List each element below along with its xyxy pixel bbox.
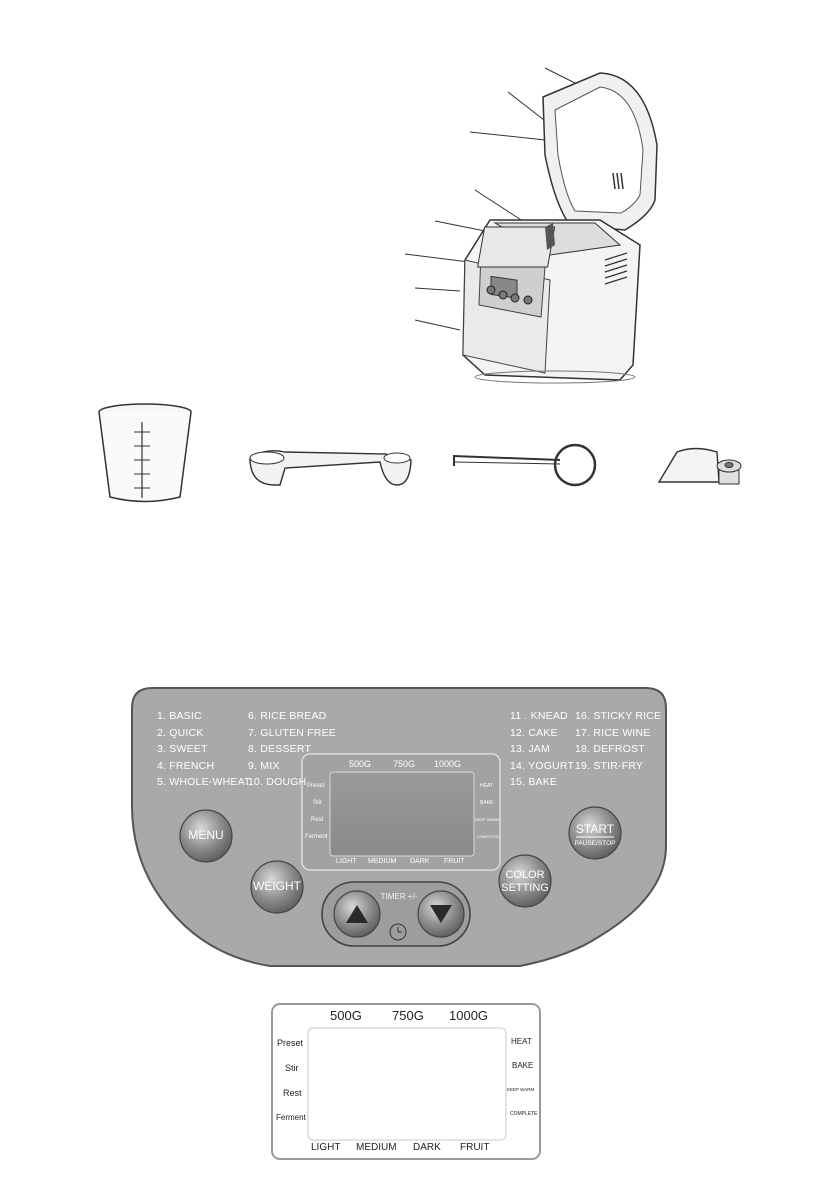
menu-item: 10. DOUGH bbox=[248, 776, 307, 788]
menu-item: 6. RICE BREAD bbox=[248, 710, 327, 722]
menu-item: 5. WHOLE-WHEAT bbox=[157, 776, 251, 788]
weight-button[interactable]: WEIGHT bbox=[253, 879, 301, 893]
menu-item: 15. BAKE bbox=[510, 776, 558, 788]
display-crust-label: DARK bbox=[413, 1142, 441, 1153]
lcd-crust-label: FRUIT bbox=[444, 858, 465, 865]
lcd-crust-label: LIGHT bbox=[336, 858, 357, 865]
menu-item: 1. BASIC bbox=[157, 710, 202, 722]
lcd-weight-label: 750G bbox=[393, 759, 416, 769]
lcd-right-label: BAKE bbox=[480, 800, 494, 806]
display-right-label: KEEP WARM bbox=[507, 1087, 535, 1092]
lcd-right-label: COMPLETE bbox=[477, 834, 500, 839]
lcd-weight-label: 1000G bbox=[434, 759, 462, 769]
menu-list-col1: 1. BASIC 2. QUICK 3. SWEET 4. FRENCH 5. … bbox=[157, 708, 251, 791]
menu-item: 13. JAM bbox=[510, 743, 550, 755]
menu-item: 4. FRENCH bbox=[157, 759, 215, 772]
bread-machine-illustration bbox=[395, 55, 685, 395]
lcd-crust-label: DARK bbox=[410, 858, 430, 865]
display-right-label: BAKE bbox=[512, 1061, 534, 1070]
menu-item: 19. STIR-FRY bbox=[575, 759, 644, 772]
display-left-label: Stir bbox=[285, 1063, 299, 1073]
menu-item: 11 . KNEAD bbox=[510, 710, 568, 722]
color-setting-button-line1[interactable]: COLOR bbox=[505, 869, 545, 881]
menu-item: 7. GLUTEN FREE bbox=[248, 726, 336, 739]
menu-item: 18. DEFROST bbox=[575, 743, 645, 755]
display-weight-label: 500G bbox=[330, 1008, 362, 1023]
lcd-left-label: Stir bbox=[313, 800, 322, 806]
display-right-label: HEAT bbox=[511, 1037, 532, 1046]
pause-stop-button[interactable]: PAUSE/STOP bbox=[574, 840, 616, 847]
measuring-cup-illustration bbox=[90, 402, 200, 510]
display-crust-label: MEDIUM bbox=[356, 1142, 397, 1153]
lcd-right-label: HEAT bbox=[480, 783, 493, 789]
display-right-label: COMPLETE bbox=[510, 1111, 538, 1117]
menu-list-col4: 16. STICKY RICE 17. RICE WINE 18. DEFROS… bbox=[575, 708, 661, 774]
color-setting-button-line2[interactable]: SETTING bbox=[501, 882, 549, 894]
menu-item: 8. DESSERT bbox=[248, 743, 312, 755]
menu-item: 14. YOGURT bbox=[510, 759, 575, 772]
hook-tool-illustration bbox=[450, 440, 600, 495]
menu-list-col3: 11 . KNEAD 12. CAKE 13. JAM 14. YOGURT 1… bbox=[510, 708, 574, 791]
up-arrow-icon[interactable] bbox=[345, 904, 369, 924]
display-crust-label: FRUIT bbox=[460, 1142, 490, 1153]
kneading-paddle-illustration bbox=[655, 440, 755, 495]
menu-item: 9. MIX bbox=[248, 759, 280, 772]
lcd-crust-label: MEDIUM bbox=[368, 858, 397, 865]
lcd-right-label: KEEP WARM bbox=[475, 817, 500, 822]
menu-item: 17. RICE WINE bbox=[575, 726, 651, 739]
control-panel: 1. BASIC 2. QUICK 3. SWEET 4. FRENCH 5. … bbox=[130, 686, 668, 982]
display-crust-label: LIGHT bbox=[311, 1142, 341, 1153]
menu-list-col2: 6. RICE BREAD 7. GLUTEN FREE 8. DESSERT … bbox=[248, 708, 336, 791]
menu-item: 12. CAKE bbox=[510, 726, 558, 739]
menu-item: 16. STICKY RICE bbox=[575, 710, 662, 722]
lcd-left-label: Preset bbox=[307, 783, 325, 789]
display-weight-label: 1000G bbox=[449, 1008, 489, 1023]
down-arrow-icon[interactable] bbox=[429, 904, 453, 924]
display-left-label: Preset bbox=[277, 1038, 304, 1048]
menu-button[interactable]: MENU bbox=[188, 828, 224, 842]
menu-item: 2. QUICK bbox=[157, 726, 204, 739]
measuring-spoon-illustration bbox=[245, 440, 415, 495]
menu-item: 3. SWEET bbox=[157, 743, 208, 755]
start-button[interactable]: START bbox=[575, 822, 615, 836]
display-left-label: Ferment bbox=[276, 1113, 306, 1122]
display-weight-label: 750G bbox=[392, 1008, 424, 1023]
lcd-weight-label: 500G bbox=[349, 759, 372, 769]
lcd-left-label: Ferment bbox=[305, 834, 328, 840]
display-detail: 500G 750G 1000G Preset Stir Rest Ferment… bbox=[271, 1003, 541, 1160]
timer-label: TIMER +/- bbox=[380, 892, 418, 901]
display-left-label: Rest bbox=[283, 1088, 302, 1098]
lcd-left-label: Rest bbox=[311, 817, 324, 823]
clock-icon bbox=[390, 924, 406, 940]
